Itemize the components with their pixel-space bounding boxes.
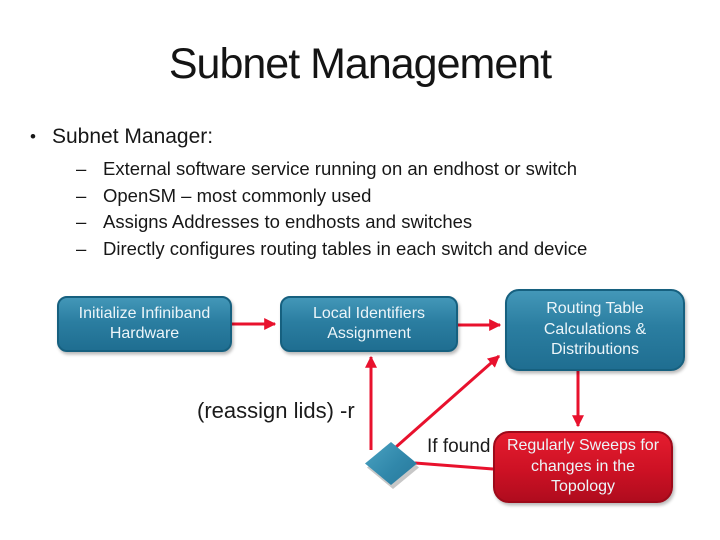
node-label: Initialize Infiniband Hardware: [78, 304, 211, 342]
node-label: Regularly Sweeps for changes in the Topo…: [506, 437, 660, 496]
line-diamond-to-sweep: [414, 461, 494, 471]
sub-bullet-text: Assigns Addresses to endhosts and switch…: [103, 211, 473, 232]
sub-bullet-text: Directly configures routing tables in ea…: [103, 237, 588, 259]
slide-title: Subnet Management: [168, 40, 552, 88]
sub-bullet: – Directly configures routing tables in …: [76, 236, 700, 263]
arrow-diamond-to-routing: [395, 354, 500, 449]
node-local-identifiers: Local Identifiers Assignment: [280, 296, 458, 352]
bullet-marker: •: [30, 127, 36, 146]
dash-marker: –: [76, 211, 87, 232]
bullet-list: • Subnet Manager: – External software se…: [0, 124, 700, 262]
node-initialize-hardware: Initialize Infiniband Hardware: [57, 296, 232, 352]
node-routing-table: Routing Table Calculations & Distributio…: [505, 289, 685, 371]
sub-bullet: – OpenSM – most commonly used: [76, 183, 700, 210]
node-label: Local Identifiers Assignment: [312, 304, 426, 342]
sub-bullet: – External software service running on a…: [76, 156, 700, 183]
sub-bullet: – Assigns Addresses to endhosts and swit…: [76, 209, 700, 236]
dash-marker: –: [76, 184, 87, 206]
edge-label-reassign-lids: (reassign lids) -r: [197, 398, 355, 423]
sub-bullet-group: – External software service running on a…: [0, 156, 700, 262]
bullet-heading-row: • Subnet Manager:: [30, 124, 700, 150]
node-regular-sweeps: Regularly Sweeps for changes in the Topo…: [493, 431, 673, 503]
dash-marker: –: [76, 237, 87, 259]
sub-bullet-text: External software service running on an …: [103, 158, 578, 179]
sub-bullet-text: OpenSM – most commonly used: [103, 184, 372, 206]
node-label: Routing Table Calculations & Distributio…: [543, 300, 647, 359]
edge-label-if-found: If found: [427, 436, 491, 457]
dash-marker: –: [76, 158, 87, 179]
bullet-heading: Subnet Manager:: [52, 125, 214, 148]
decision-diamond-icon: [365, 442, 417, 485]
